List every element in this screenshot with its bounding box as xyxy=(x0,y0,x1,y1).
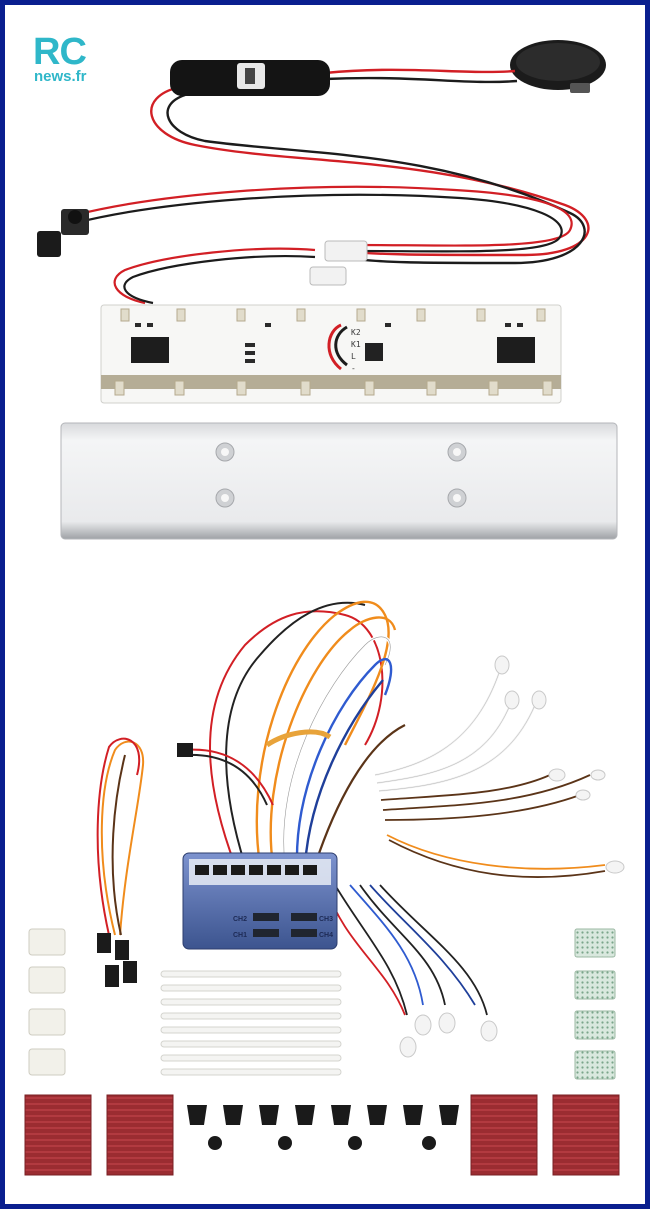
sound-module xyxy=(37,40,606,305)
logo-rc-text: RC xyxy=(33,31,87,73)
pcb-label-k2: K2 xyxy=(351,328,361,337)
led-bulbs xyxy=(399,655,625,1058)
aluminium-mount-bar xyxy=(60,422,618,540)
cable-ties xyxy=(160,970,342,1076)
velcro-pads xyxy=(574,928,616,1080)
module-label-ch4: CH4 xyxy=(319,932,333,939)
extension-cable xyxy=(96,737,145,987)
rcnews-logo: RC news.fr xyxy=(31,31,101,91)
sound-control-box xyxy=(170,60,330,96)
plastic-clips xyxy=(28,928,66,1076)
light-controller-box: CH2 CH3 CH1 CH4 xyxy=(182,852,338,950)
pcb-label-minus: - xyxy=(351,364,356,373)
adhesive-pads xyxy=(24,1094,620,1176)
light-controller-harness: CH2 CH3 CH1 CH4 xyxy=(177,600,625,1058)
led-circuit-board: K2 K1 L - xyxy=(100,304,562,404)
pcb-label-l: L xyxy=(351,352,356,361)
pcb-label-k1: K1 xyxy=(351,340,361,349)
module-label-ch3: CH3 xyxy=(319,916,333,923)
led-holders xyxy=(187,1105,459,1150)
push-button xyxy=(37,209,89,257)
speaker xyxy=(510,40,606,93)
module-label-ch1: CH1 xyxy=(233,932,247,939)
product-photo: K2 K1 L - xyxy=(24,40,625,1176)
logo-news-text: news.fr xyxy=(34,68,87,85)
module-label-ch2: CH2 xyxy=(233,916,247,923)
